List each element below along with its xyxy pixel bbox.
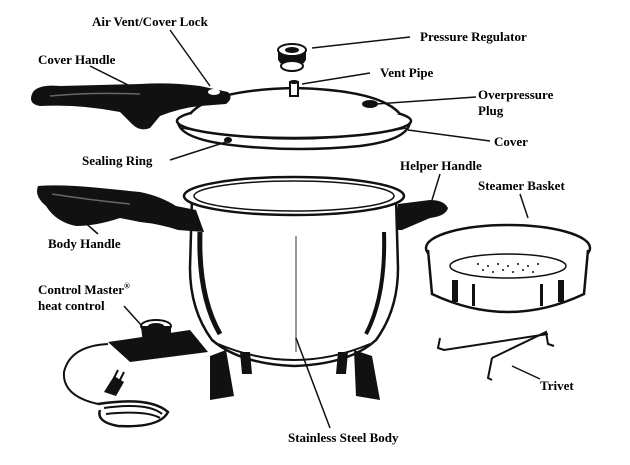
leader-trivet	[511, 365, 541, 380]
leader-vent-pipe	[301, 72, 371, 85]
leader-sealing-ring	[169, 141, 227, 161]
body-handle-part	[37, 185, 204, 232]
leader-overpressure-plug	[375, 96, 477, 105]
label-cover-handle: Cover Handle	[38, 52, 116, 67]
leader-pressure-regulator	[311, 36, 411, 49]
label-pressure-regulator: Pressure Regulator	[420, 29, 527, 44]
label-trivet: Trivet	[540, 378, 574, 393]
leader-helper-handle	[431, 173, 441, 201]
leader-stainless-body	[295, 337, 331, 429]
label-control-master-line2: heat control	[38, 298, 105, 313]
label-stainless-steel-body: Stainless Steel Body	[288, 430, 399, 445]
label-helper-handle: Helper Handle	[400, 158, 482, 173]
leader-body-handle	[81, 219, 99, 235]
leader-air-vent	[169, 29, 211, 87]
cover-handle-part	[31, 83, 231, 130]
helper-handle-part	[396, 200, 448, 230]
label-control-master-line1: Control Master®	[38, 282, 130, 297]
label-overpressure-plug-line2: Plug	[478, 103, 504, 118]
leader-steamer-basket	[519, 193, 529, 219]
label-cover: Cover	[494, 134, 528, 149]
label-sealing-ring: Sealing Ring	[82, 153, 153, 168]
label-control-master-text: Control Master	[38, 282, 125, 297]
label-air-vent-cover-lock: Air Vent/Cover Lock	[92, 14, 208, 29]
steamer-basket-part	[424, 223, 592, 314]
label-body-handle: Body Handle	[48, 236, 121, 251]
leader-control-master	[123, 305, 143, 327]
leader-cover-handle	[89, 65, 131, 87]
body-part	[182, 175, 406, 400]
trivet-part	[436, 330, 555, 381]
pressure-regulator-part	[277, 43, 307, 72]
label-vent-pipe: Vent Pipe	[380, 65, 434, 80]
label-steamer-basket: Steamer Basket	[478, 178, 565, 193]
registered-mark: ®	[124, 281, 131, 291]
control-master-part	[62, 319, 208, 428]
leader-lines	[81, 29, 541, 429]
label-overpressure-plug-line1: Overpressure	[478, 87, 554, 102]
leader-cover	[407, 129, 491, 142]
